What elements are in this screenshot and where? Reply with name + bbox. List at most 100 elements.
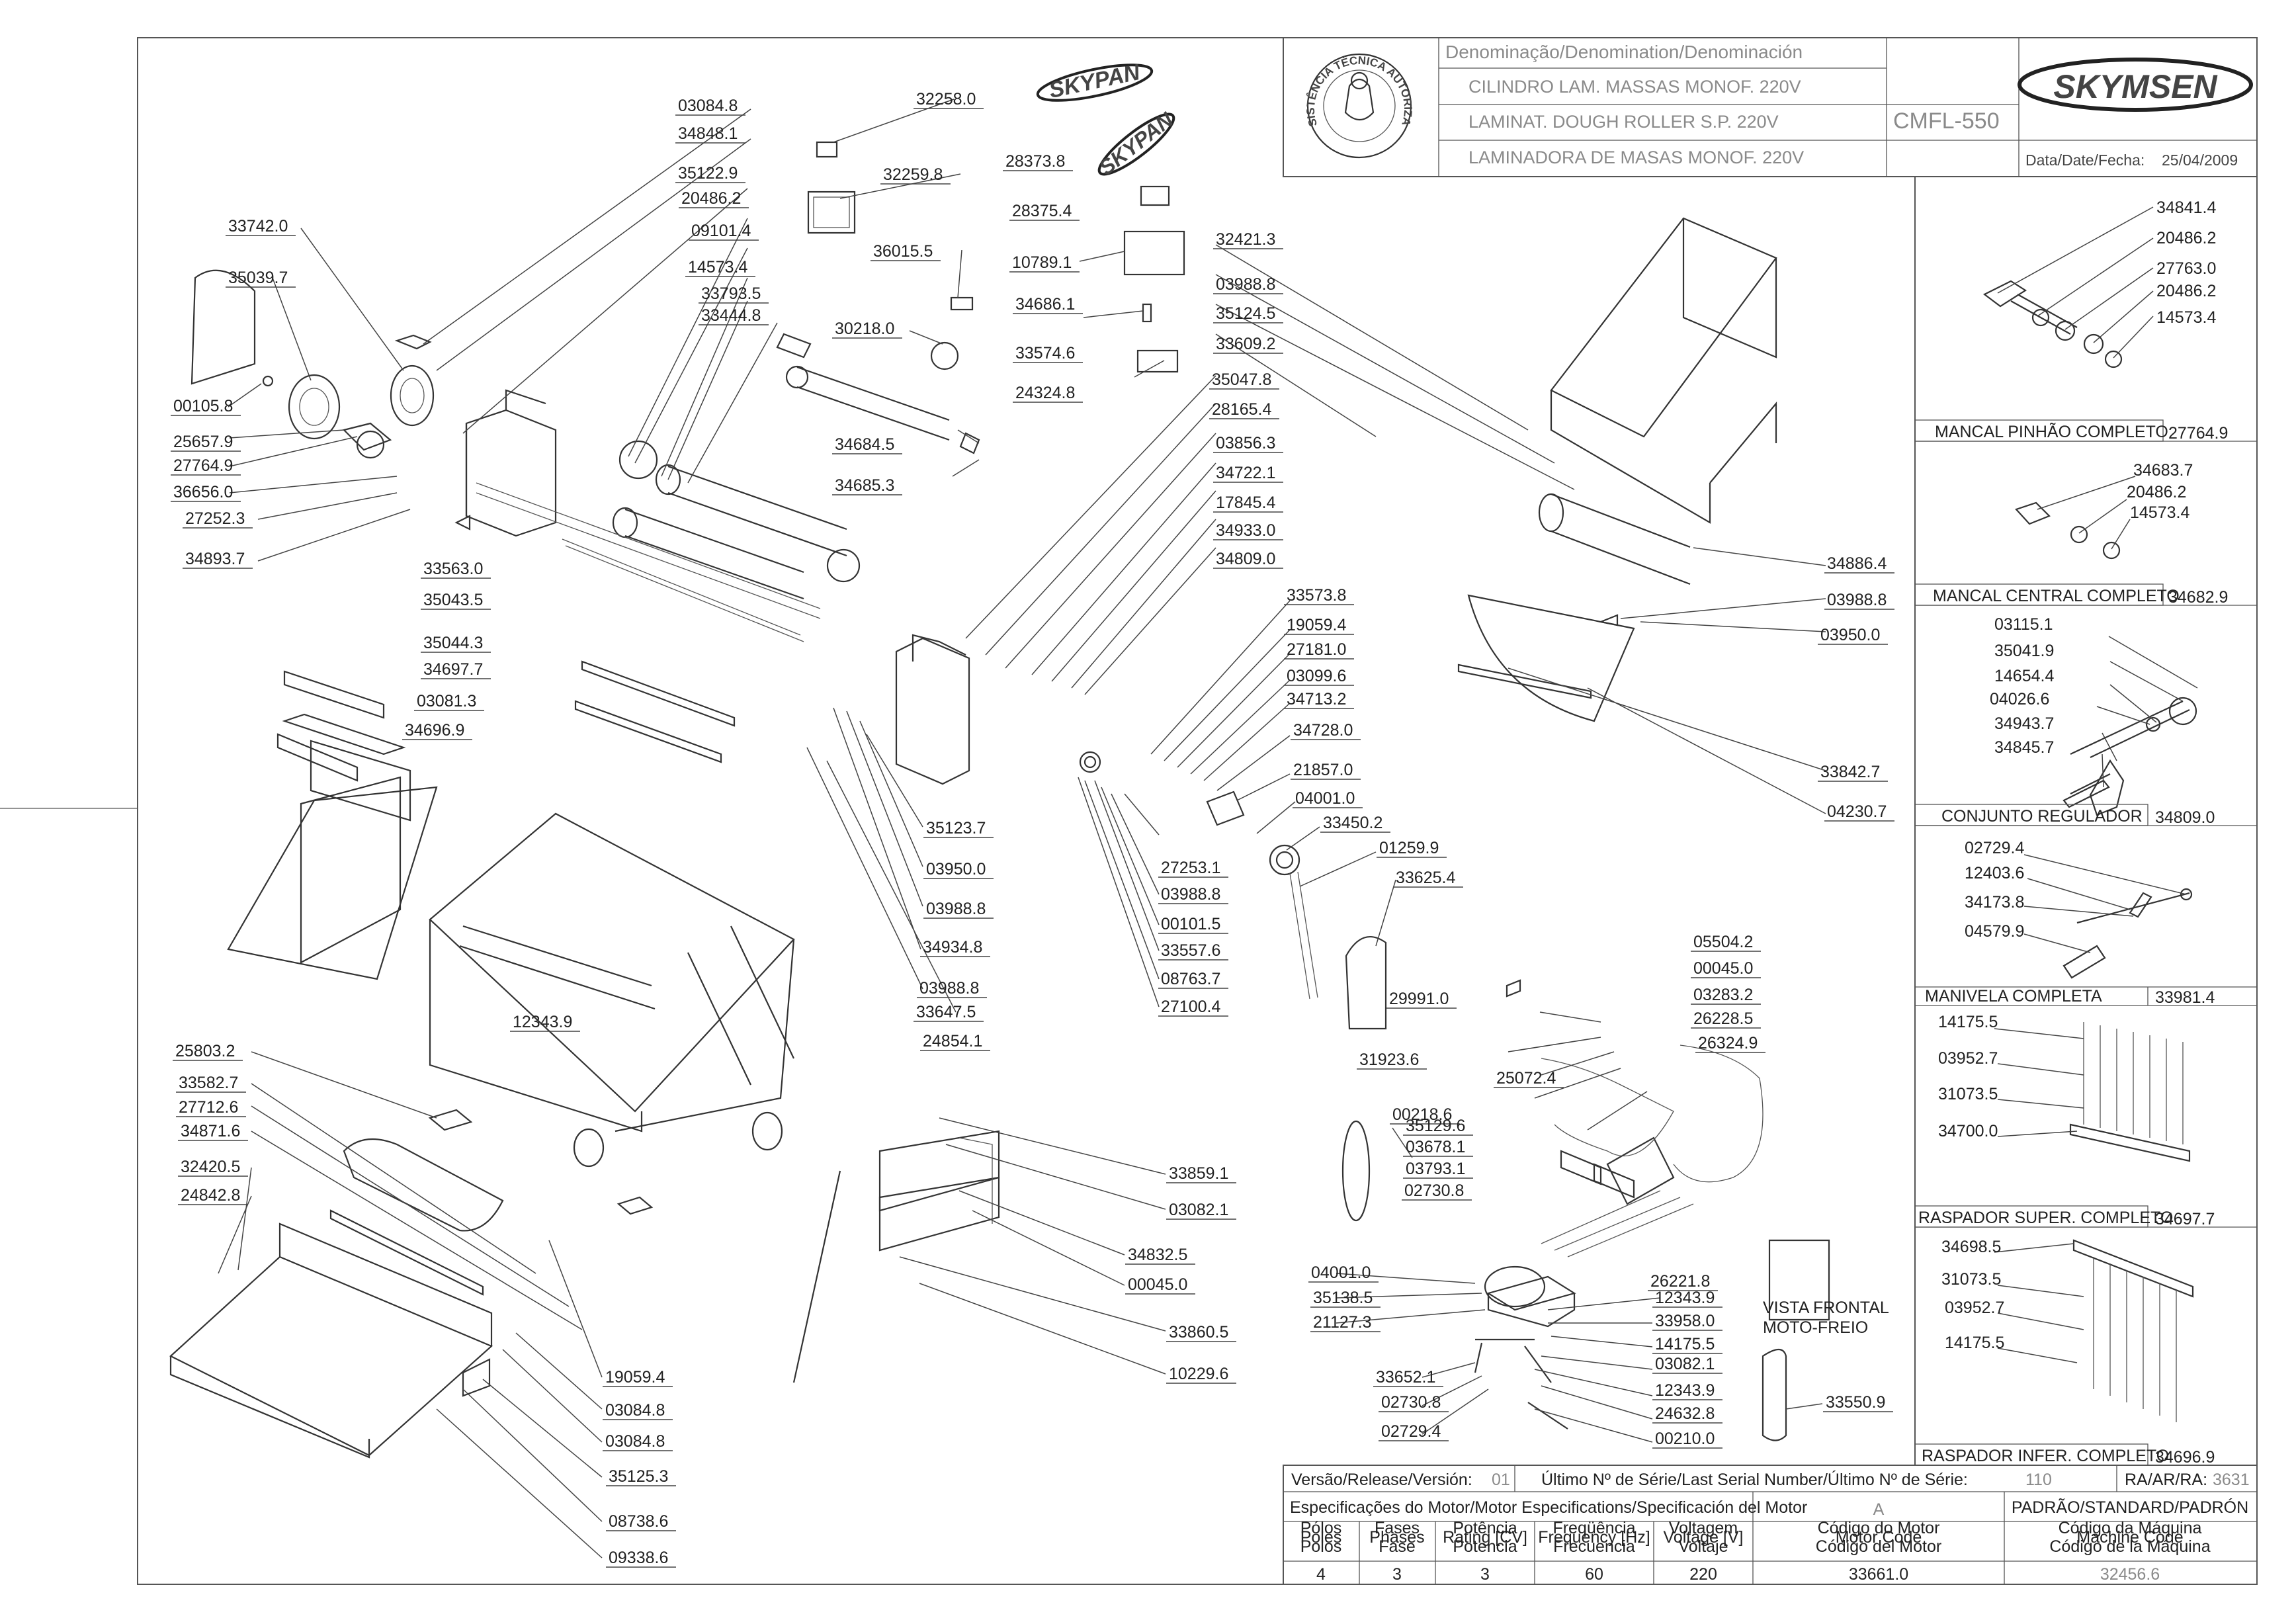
part-number-label: 00218.6	[1392, 1105, 1452, 1124]
part-number-label: 03084.8	[605, 1432, 665, 1451]
part-number-label: 03082.1	[1655, 1355, 1715, 1373]
spec-column-label: Machine Code	[2076, 1528, 2183, 1547]
spec-column-label: Poles	[1300, 1528, 1342, 1547]
exploded-view-geometry	[169, 217, 1830, 1459]
part-label: 14573.4	[2130, 503, 2190, 522]
part-number-label: 33609.2	[1216, 335, 1275, 353]
part-number-label: 26221.8	[1650, 1272, 1710, 1291]
part-number-label: 05504.2	[1693, 933, 1753, 951]
spec-column-value: 3	[1480, 1565, 1490, 1584]
part-number-label: 04230.7	[1827, 802, 1887, 821]
part-number-label: 24324.8	[1015, 384, 1075, 402]
subassembly-name: RASPADOR INFER. COMPLETO	[1922, 1447, 2169, 1465]
subassembly-code: 33981.4	[2155, 988, 2215, 1007]
part-number-label: 25657.9	[173, 433, 233, 451]
version-label: Versão/Release/Versión:	[1291, 1471, 1472, 1489]
part-number-label: 35124.5	[1216, 304, 1275, 323]
part-number-label: 04001.0	[1311, 1263, 1371, 1282]
part-number-label: 02730.8	[1381, 1393, 1441, 1412]
skypan-sticker-1: SKYPAN	[1036, 60, 1154, 103]
part-number-label: 36015.5	[873, 242, 933, 261]
part-number-label: 25072.4	[1496, 1069, 1556, 1088]
version-value: 01	[1492, 1471, 1510, 1489]
svg-text:SKYPAN: SKYPAN	[1095, 107, 1178, 180]
part-number-label: 33582.7	[179, 1074, 238, 1092]
part-number-label: 33563.0	[423, 560, 483, 578]
part-number-label: 34685.3	[835, 476, 894, 495]
part-number-label: 10229.6	[1169, 1365, 1228, 1383]
subassembly-name: MANCAL CENTRAL COMPLETO	[1933, 587, 2180, 605]
part-label: 34173.8	[1965, 893, 2024, 912]
serial-value: 110	[2025, 1471, 2052, 1489]
spec-column-label: Rating [CV]	[1443, 1528, 1527, 1547]
part-number-label: 27764.9	[173, 456, 233, 475]
part-label: 20486.2	[2156, 229, 2216, 247]
part-number-label: 03950.0	[1820, 626, 1880, 644]
spec-column-label: Fase	[1379, 1537, 1416, 1556]
part-number-label: 26228.5	[1693, 1009, 1753, 1028]
part-label: 04579.9	[1965, 922, 2024, 941]
part-label: 34700.0	[1938, 1122, 1998, 1140]
part-label: 35041.9	[1994, 642, 2054, 660]
spec-column-value: 32456.6	[2100, 1565, 2160, 1584]
spec-column-value: 60	[1585, 1565, 1603, 1584]
product-name-en: LAMINAT. DOUGH ROLLER S.P. 220V	[1468, 112, 1779, 132]
part-number-label: 32420.5	[181, 1158, 240, 1176]
part-number-label: 03988.8	[1216, 275, 1275, 294]
part-number-label: 00045.0	[1693, 959, 1753, 978]
part-number-label: 35122.9	[678, 164, 738, 183]
subassembly-code: 34682.9	[2168, 588, 2228, 607]
part-number-label: 33550.9	[1826, 1393, 1885, 1412]
part-number-label: 12343.9	[1655, 1289, 1715, 1307]
part-number-label: 34686.1	[1015, 295, 1075, 314]
model-code: CMFL-550	[1893, 108, 2000, 134]
spec-column-label: Fases	[1375, 1519, 1420, 1537]
part-number-label: 04001.0	[1295, 789, 1355, 808]
part-number-label: 32259.8	[883, 165, 943, 184]
ra-value: 3631	[2213, 1471, 2250, 1489]
part-label: 12403.6	[1965, 864, 2024, 882]
part-number-label: 09338.6	[609, 1549, 668, 1567]
spec-column-label: Código de la Máquina	[2049, 1537, 2210, 1556]
part-number-label: 19059.4	[605, 1368, 665, 1387]
part-label: 34683.7	[2133, 461, 2193, 480]
denomination-header: Denominação/Denomination/Denominación	[1445, 42, 1803, 62]
part-number-label: 33647.5	[916, 1003, 976, 1021]
part-number-label: 33625.4	[1396, 869, 1455, 887]
part-number-label: 09101.4	[691, 222, 751, 240]
product-name-pt: CILINDRO LAM. MASSAS MONOF. 220V	[1468, 77, 1801, 97]
part-label: 34943.7	[1994, 714, 2054, 733]
subassembly-panels: 34841.4 20486.2 27763.0 20486.2 14573.4 …	[1914, 177, 2257, 1467]
part-number-label: 33859.1	[1169, 1164, 1228, 1183]
part-number-label: 03988.8	[1827, 591, 1887, 609]
part-label: 04026.6	[1990, 690, 2049, 708]
part-label: 31073.5	[1938, 1085, 1998, 1103]
part-label: 02729.4	[1965, 839, 2024, 857]
part-number-label: 34684.5	[835, 435, 894, 454]
spec-column-label: Voltaje	[1678, 1537, 1728, 1556]
part-number-label: 00210.0	[1655, 1430, 1715, 1448]
part-number-label: 34848.1	[678, 124, 738, 143]
part-number-label: 34713.2	[1287, 690, 1346, 708]
spec-column-label: Motor Code	[1836, 1528, 1922, 1547]
part-number-label: 08763.7	[1161, 970, 1220, 988]
part-number-label: 32258.0	[916, 90, 976, 108]
motor-spec-columns: PólosPolesPolos4FasesPhasesFase3Potência…	[1300, 1519, 2211, 1584]
subassembly-code: 27764.9	[2168, 424, 2228, 443]
part-number-label: 36656.0	[173, 483, 233, 501]
part-number-label: 24632.8	[1655, 1404, 1715, 1423]
spec-column-label: Frequency [Hz]	[1538, 1528, 1650, 1547]
part-number-label: 27712.6	[179, 1098, 238, 1117]
part-number-label: 20486.2	[681, 189, 741, 208]
part-number-label: 34871.6	[181, 1122, 240, 1140]
part-number-label: 00105.8	[173, 397, 233, 415]
part-number-label: 33742.0	[228, 217, 288, 235]
subassembly-code: 34697.7	[2155, 1210, 2215, 1228]
part-number-label: 34728.0	[1293, 721, 1353, 740]
part-number-label: 33842.7	[1820, 763, 1880, 781]
part-label: 14175.5	[1945, 1334, 2004, 1352]
part-label: 14175.5	[1938, 1013, 1998, 1031]
spec-column-label: Polos	[1300, 1537, 1342, 1556]
part-number-label: 30218.0	[835, 320, 894, 338]
